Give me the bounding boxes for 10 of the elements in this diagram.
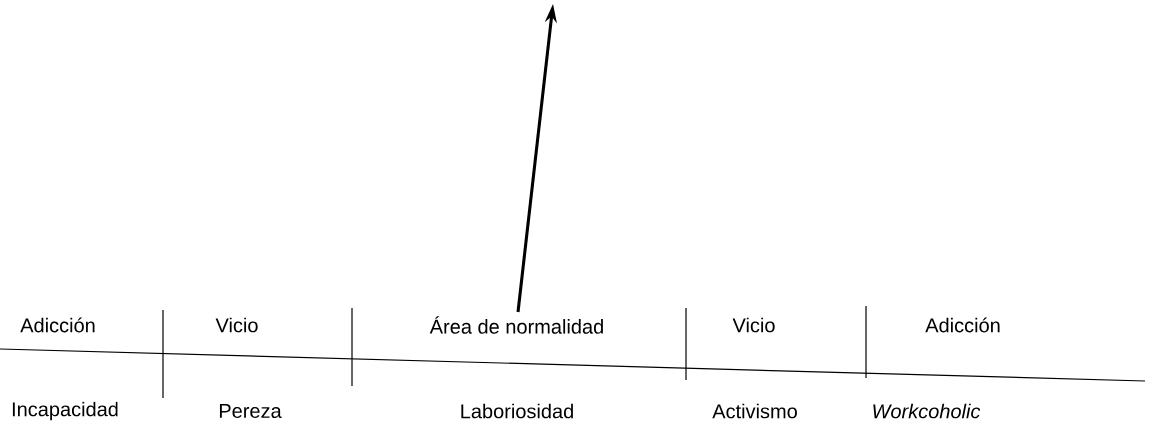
text-label: Activismo bbox=[712, 403, 797, 419]
text-label: Incapacidad bbox=[12, 401, 118, 421]
text-label: Vicio bbox=[732, 317, 775, 333]
text-label: Workcoholic bbox=[873, 403, 981, 419]
text-label: Pereza bbox=[219, 404, 282, 418]
text-label: Adicción bbox=[20, 317, 95, 333]
text-label: Área de normalidad bbox=[429, 316, 603, 334]
text-label: Adicción bbox=[925, 317, 1000, 333]
text-label: Vicio bbox=[215, 317, 258, 333]
text-label: Laboriosidad bbox=[461, 403, 573, 419]
